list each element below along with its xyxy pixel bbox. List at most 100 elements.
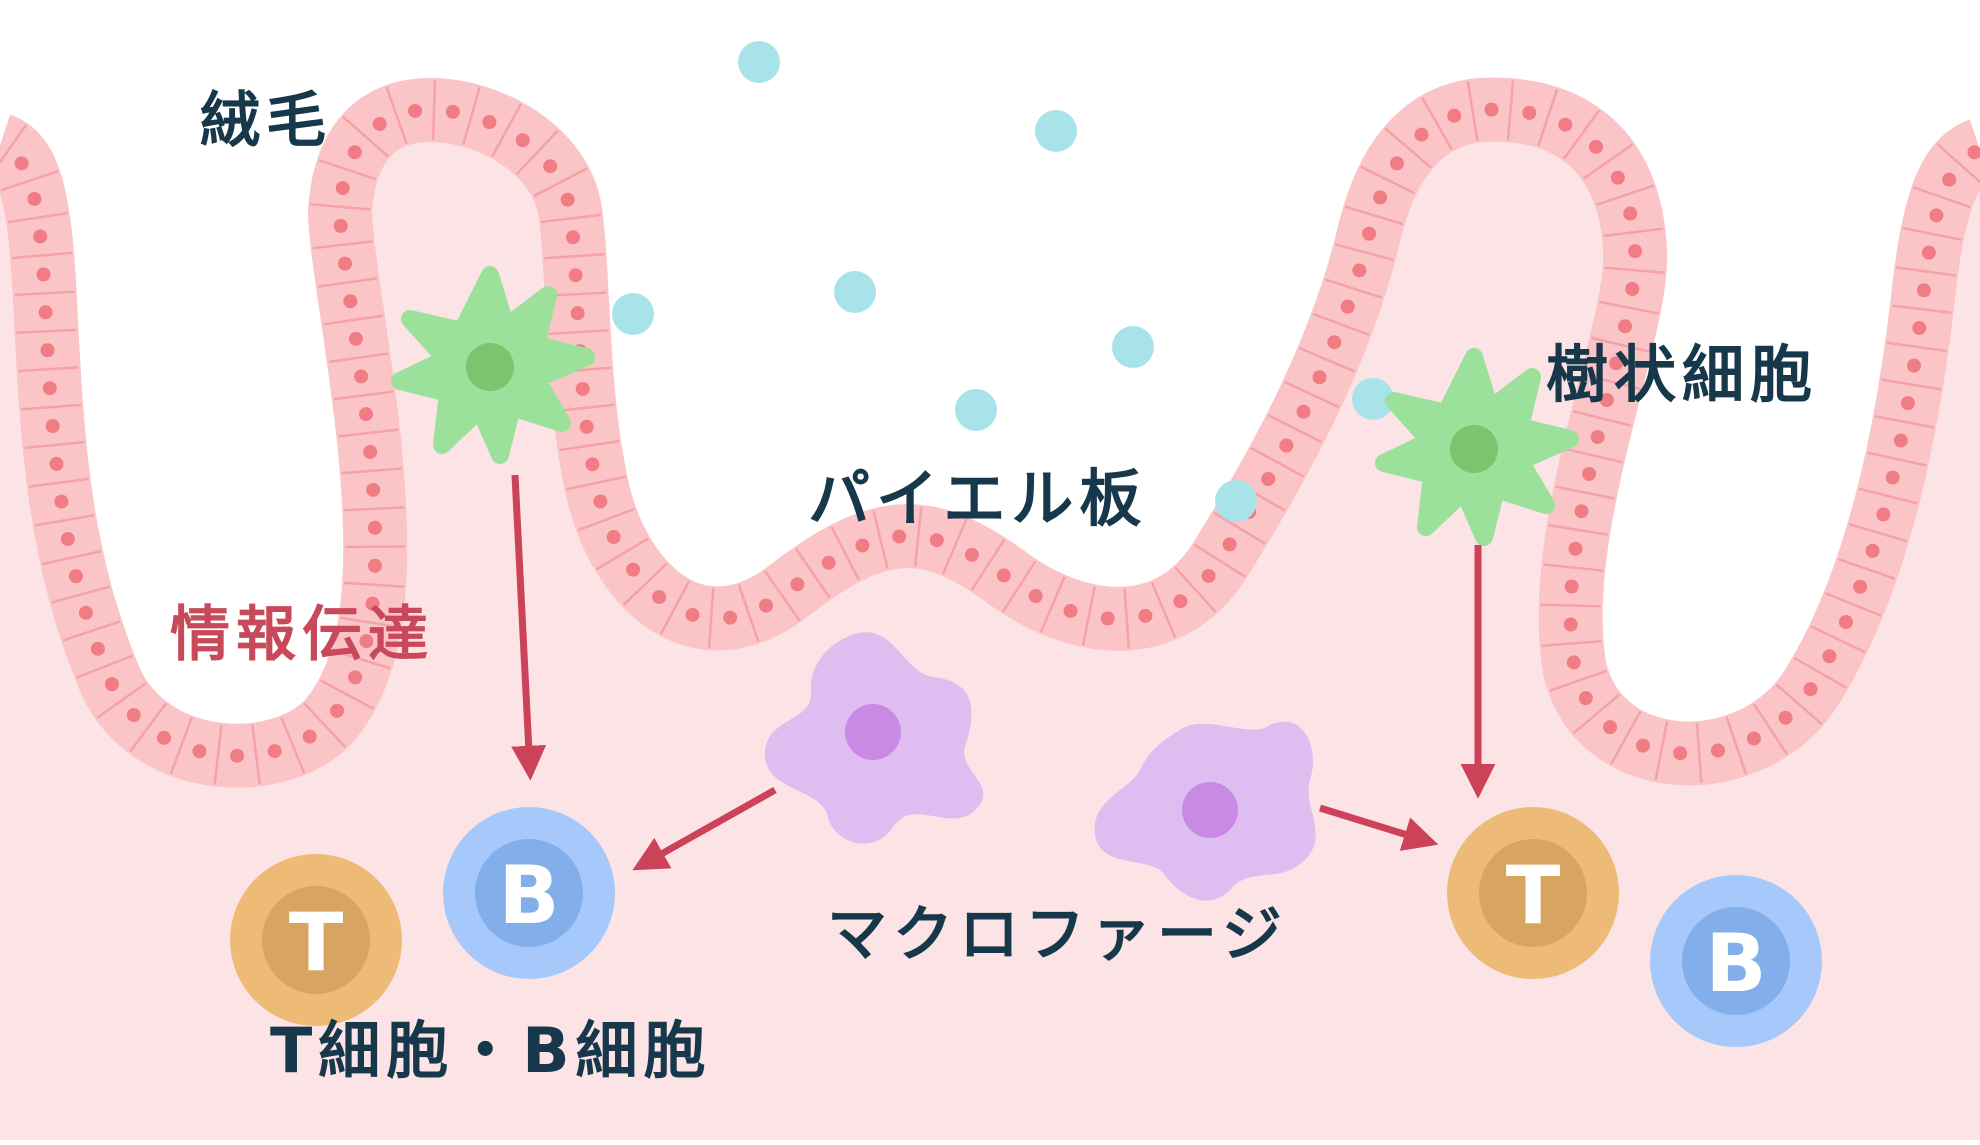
cell-nucleus — [192, 744, 206, 758]
cell-nucleus — [354, 369, 368, 383]
cell-nucleus — [338, 257, 352, 271]
cell-nucleus — [1362, 227, 1376, 241]
cell-divider — [1541, 605, 1601, 607]
cell-nucleus — [46, 419, 60, 433]
t-cell-icon: T — [1447, 807, 1619, 979]
cell-nucleus — [1485, 103, 1499, 117]
cell-nucleus — [39, 305, 53, 319]
cell-nucleus — [343, 294, 357, 308]
cell-nucleus — [686, 608, 700, 622]
cell-nucleus — [1567, 655, 1581, 669]
cell-nucleus — [33, 230, 47, 244]
t-cell-letter: T — [1506, 849, 1561, 942]
b-cell-letter: B — [499, 849, 560, 942]
cell-nucleus — [446, 105, 460, 119]
cell-nucleus — [349, 332, 363, 346]
cell-nucleus — [566, 230, 580, 244]
macrophage-label: マクロファージ — [827, 886, 1288, 973]
cell-nucleus — [759, 599, 773, 613]
cell-nucleus — [1779, 711, 1793, 725]
cell-nucleus — [368, 521, 382, 535]
cell-nucleus — [366, 483, 380, 497]
cell-nucleus — [1279, 439, 1293, 453]
cell-nucleus — [1591, 430, 1605, 444]
cell-nucleus — [348, 145, 362, 159]
cell-nucleus — [1907, 359, 1921, 373]
cell-nucleus — [1582, 467, 1596, 481]
cell-nucleus — [593, 494, 607, 508]
cell-nucleus — [1313, 370, 1327, 384]
cell-nucleus — [54, 495, 68, 509]
cell-nucleus — [1822, 649, 1836, 663]
cell-nucleus — [626, 563, 640, 577]
cell-nucleus — [1901, 396, 1915, 410]
cell-nucleus — [1625, 282, 1639, 296]
cell-nucleus — [1415, 128, 1429, 142]
cell-nucleus — [855, 538, 869, 552]
cell-nucleus — [69, 569, 83, 583]
cell-nucleus — [1623, 207, 1637, 221]
cell-nucleus — [268, 744, 282, 758]
cell-nucleus — [1297, 405, 1311, 419]
cell-nucleus — [1373, 190, 1387, 204]
cell-nucleus — [1575, 504, 1589, 518]
cell-nucleus — [1917, 283, 1931, 297]
antigen-particle-icon — [1112, 326, 1154, 368]
cell-nucleus — [27, 192, 41, 206]
cell-nucleus — [334, 219, 348, 233]
antigen-particle-icon — [1035, 110, 1077, 152]
cell-nucleus — [1565, 580, 1579, 594]
cell-nucleus — [1569, 542, 1583, 556]
cell-nucleus — [790, 577, 804, 591]
t-cell-letter: T — [289, 896, 344, 989]
cell-nucleus — [607, 530, 621, 544]
cell-nucleus — [1876, 507, 1890, 521]
cell-nucleus — [822, 556, 836, 570]
cell-nucleus — [482, 115, 496, 129]
cell-nucleus — [15, 156, 29, 170]
cell-nucleus — [1447, 109, 1461, 123]
cell-nucleus — [1352, 263, 1366, 277]
cell-nucleus — [561, 193, 575, 207]
cell-nucleus — [1894, 433, 1908, 447]
cell-nucleus — [1853, 580, 1867, 594]
cell-nucleus — [79, 606, 93, 620]
cell-nucleus — [1711, 744, 1725, 758]
cell-nucleus — [576, 382, 590, 396]
cell-nucleus — [652, 590, 666, 604]
dendritic-cell-label: 樹状細胞 — [1546, 324, 1818, 414]
cell-nucleus — [1611, 171, 1625, 185]
cell-nucleus — [516, 133, 530, 147]
cell-nucleus — [1064, 604, 1078, 618]
cell-nucleus — [373, 117, 387, 131]
antigen-particle-icon — [1215, 480, 1257, 522]
cell-nucleus — [408, 104, 422, 118]
cell-nucleus — [91, 642, 105, 656]
cell-nucleus — [1804, 682, 1818, 696]
cell-nucleus — [230, 749, 244, 763]
cell-nucleus — [580, 420, 594, 434]
villus-label: 絨毛 — [200, 72, 332, 159]
cell-nucleus — [363, 445, 377, 459]
cell-nucleus — [43, 381, 57, 395]
cell-nucleus — [1636, 739, 1650, 753]
peyers-patch-label: パイエル板 — [808, 448, 1147, 538]
cell-nucleus — [1922, 246, 1936, 260]
cell-nucleus — [1390, 156, 1404, 170]
cell-nucleus — [37, 267, 51, 281]
cell-nucleus — [41, 343, 55, 357]
cell-nucleus — [1912, 321, 1926, 335]
cell-nucleus — [127, 708, 141, 722]
cell-nucleus — [368, 559, 382, 573]
cell-nucleus — [1589, 140, 1603, 154]
cell-nucleus — [1628, 244, 1642, 258]
cell-nucleus — [1341, 300, 1355, 314]
cell-nucleus — [997, 568, 1011, 582]
antigen-particle-icon — [738, 41, 780, 83]
cell-nucleus — [1029, 589, 1043, 603]
cell-nucleus — [1942, 173, 1956, 187]
cell-nucleus — [359, 407, 373, 421]
t-b-cells-label: T細胞・B細胞 — [270, 1000, 712, 1090]
antigen-particle-icon — [612, 293, 654, 335]
